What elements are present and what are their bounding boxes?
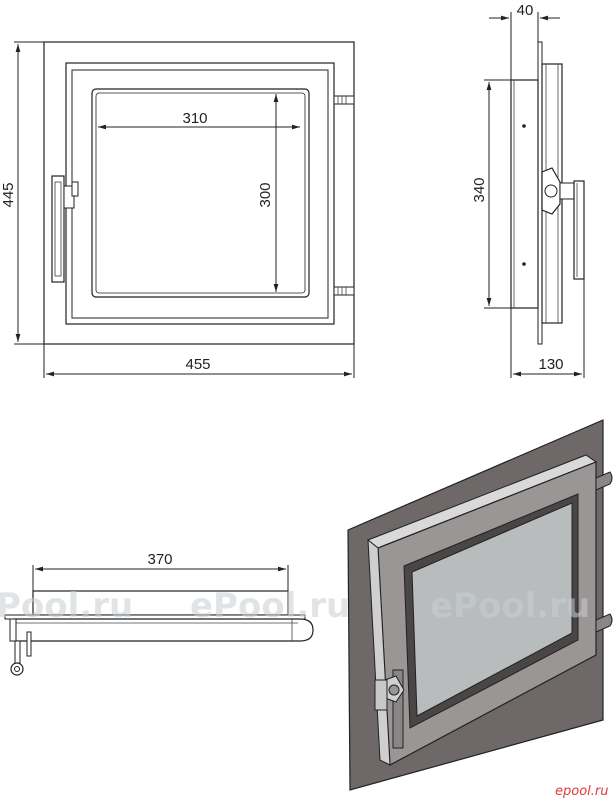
side-body [510,79,539,309]
door-handle [51,175,79,283]
top-handle [9,618,32,676]
iso-handle [374,669,405,749]
iso-hinge-top [595,471,613,491]
dim-side-top-width: 40 [517,2,534,19]
top-body [32,590,289,616]
iso-hinge-bottom [595,613,613,633]
side-view: 40 340 130 [471,2,585,378]
hinge-top [333,95,355,105]
watermark-right: ePool.ru [430,586,590,626]
hinge-bottom [333,286,355,296]
dim-glass-height: 300 [257,182,274,207]
dim-side-height: 340 [471,177,488,202]
dim-glass-width: 310 [182,110,207,127]
glass-opening [91,88,310,298]
dim-front-height: 445 [0,182,17,207]
top-view: 370 [4,551,314,676]
iso-glass [411,502,573,717]
dim-side-depth: 130 [538,356,563,373]
top-door [13,618,314,642]
front-view: 310 300 445 455 [0,41,355,378]
side-handle [541,167,585,280]
dim-top-width: 370 [147,551,172,568]
watermark-left: Pool.ru [0,586,133,626]
brand-logo: epool.ru [555,784,609,799]
isometric-view [347,419,613,791]
watermark-center: ePool.ru [190,586,350,626]
glass-opening-inner [95,92,306,294]
dim-front-width: 455 [185,356,210,373]
